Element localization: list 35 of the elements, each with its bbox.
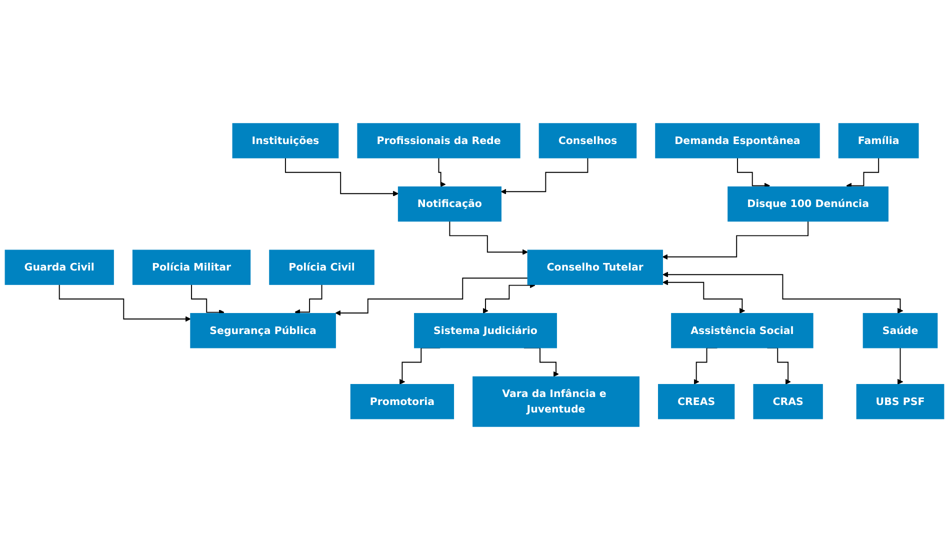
arrow (284, 158, 399, 196)
arrow (449, 220, 528, 255)
node-box: Notificação (398, 186, 502, 222)
node-box: Profissionais da Rede (357, 123, 520, 158)
arrow (482, 282, 536, 314)
arrow (500, 158, 588, 194)
node-box: Conselhos (538, 123, 637, 158)
node-box: Polícia Militar (132, 250, 251, 285)
node-box: Sistema Judiciário (414, 313, 557, 348)
arrow (662, 220, 809, 260)
arrow (58, 284, 191, 322)
arrow (662, 272, 904, 314)
node-box: Vara da Infância e Juventude (472, 376, 640, 427)
node-box: Família (838, 123, 919, 158)
arrow (191, 284, 224, 316)
node-box: Segurança Pública (190, 313, 336, 348)
node-box: UBS PSF (856, 384, 944, 420)
node-box: Instituições (232, 123, 339, 158)
arrow (335, 278, 528, 316)
node-box: Promotoria (350, 384, 454, 420)
arrow (294, 284, 322, 315)
node-box: Saúde (862, 313, 938, 348)
node-box: Disque 100 Denúncia (728, 186, 888, 222)
node-box: CRAS (753, 384, 823, 420)
arrow (662, 280, 745, 314)
node-box: Guarda Civil (4, 250, 114, 285)
arrow (438, 158, 446, 188)
node-box: CREAS (658, 384, 735, 420)
node-box: Conselho Tutelar (527, 250, 663, 285)
node-box: Assistência Social (671, 313, 814, 348)
node-box: Polícia Civil (269, 250, 374, 285)
arrow (846, 158, 880, 189)
arrow (737, 158, 770, 189)
node-box: Demanda Espontânea (655, 123, 820, 158)
arrow (897, 347, 904, 385)
